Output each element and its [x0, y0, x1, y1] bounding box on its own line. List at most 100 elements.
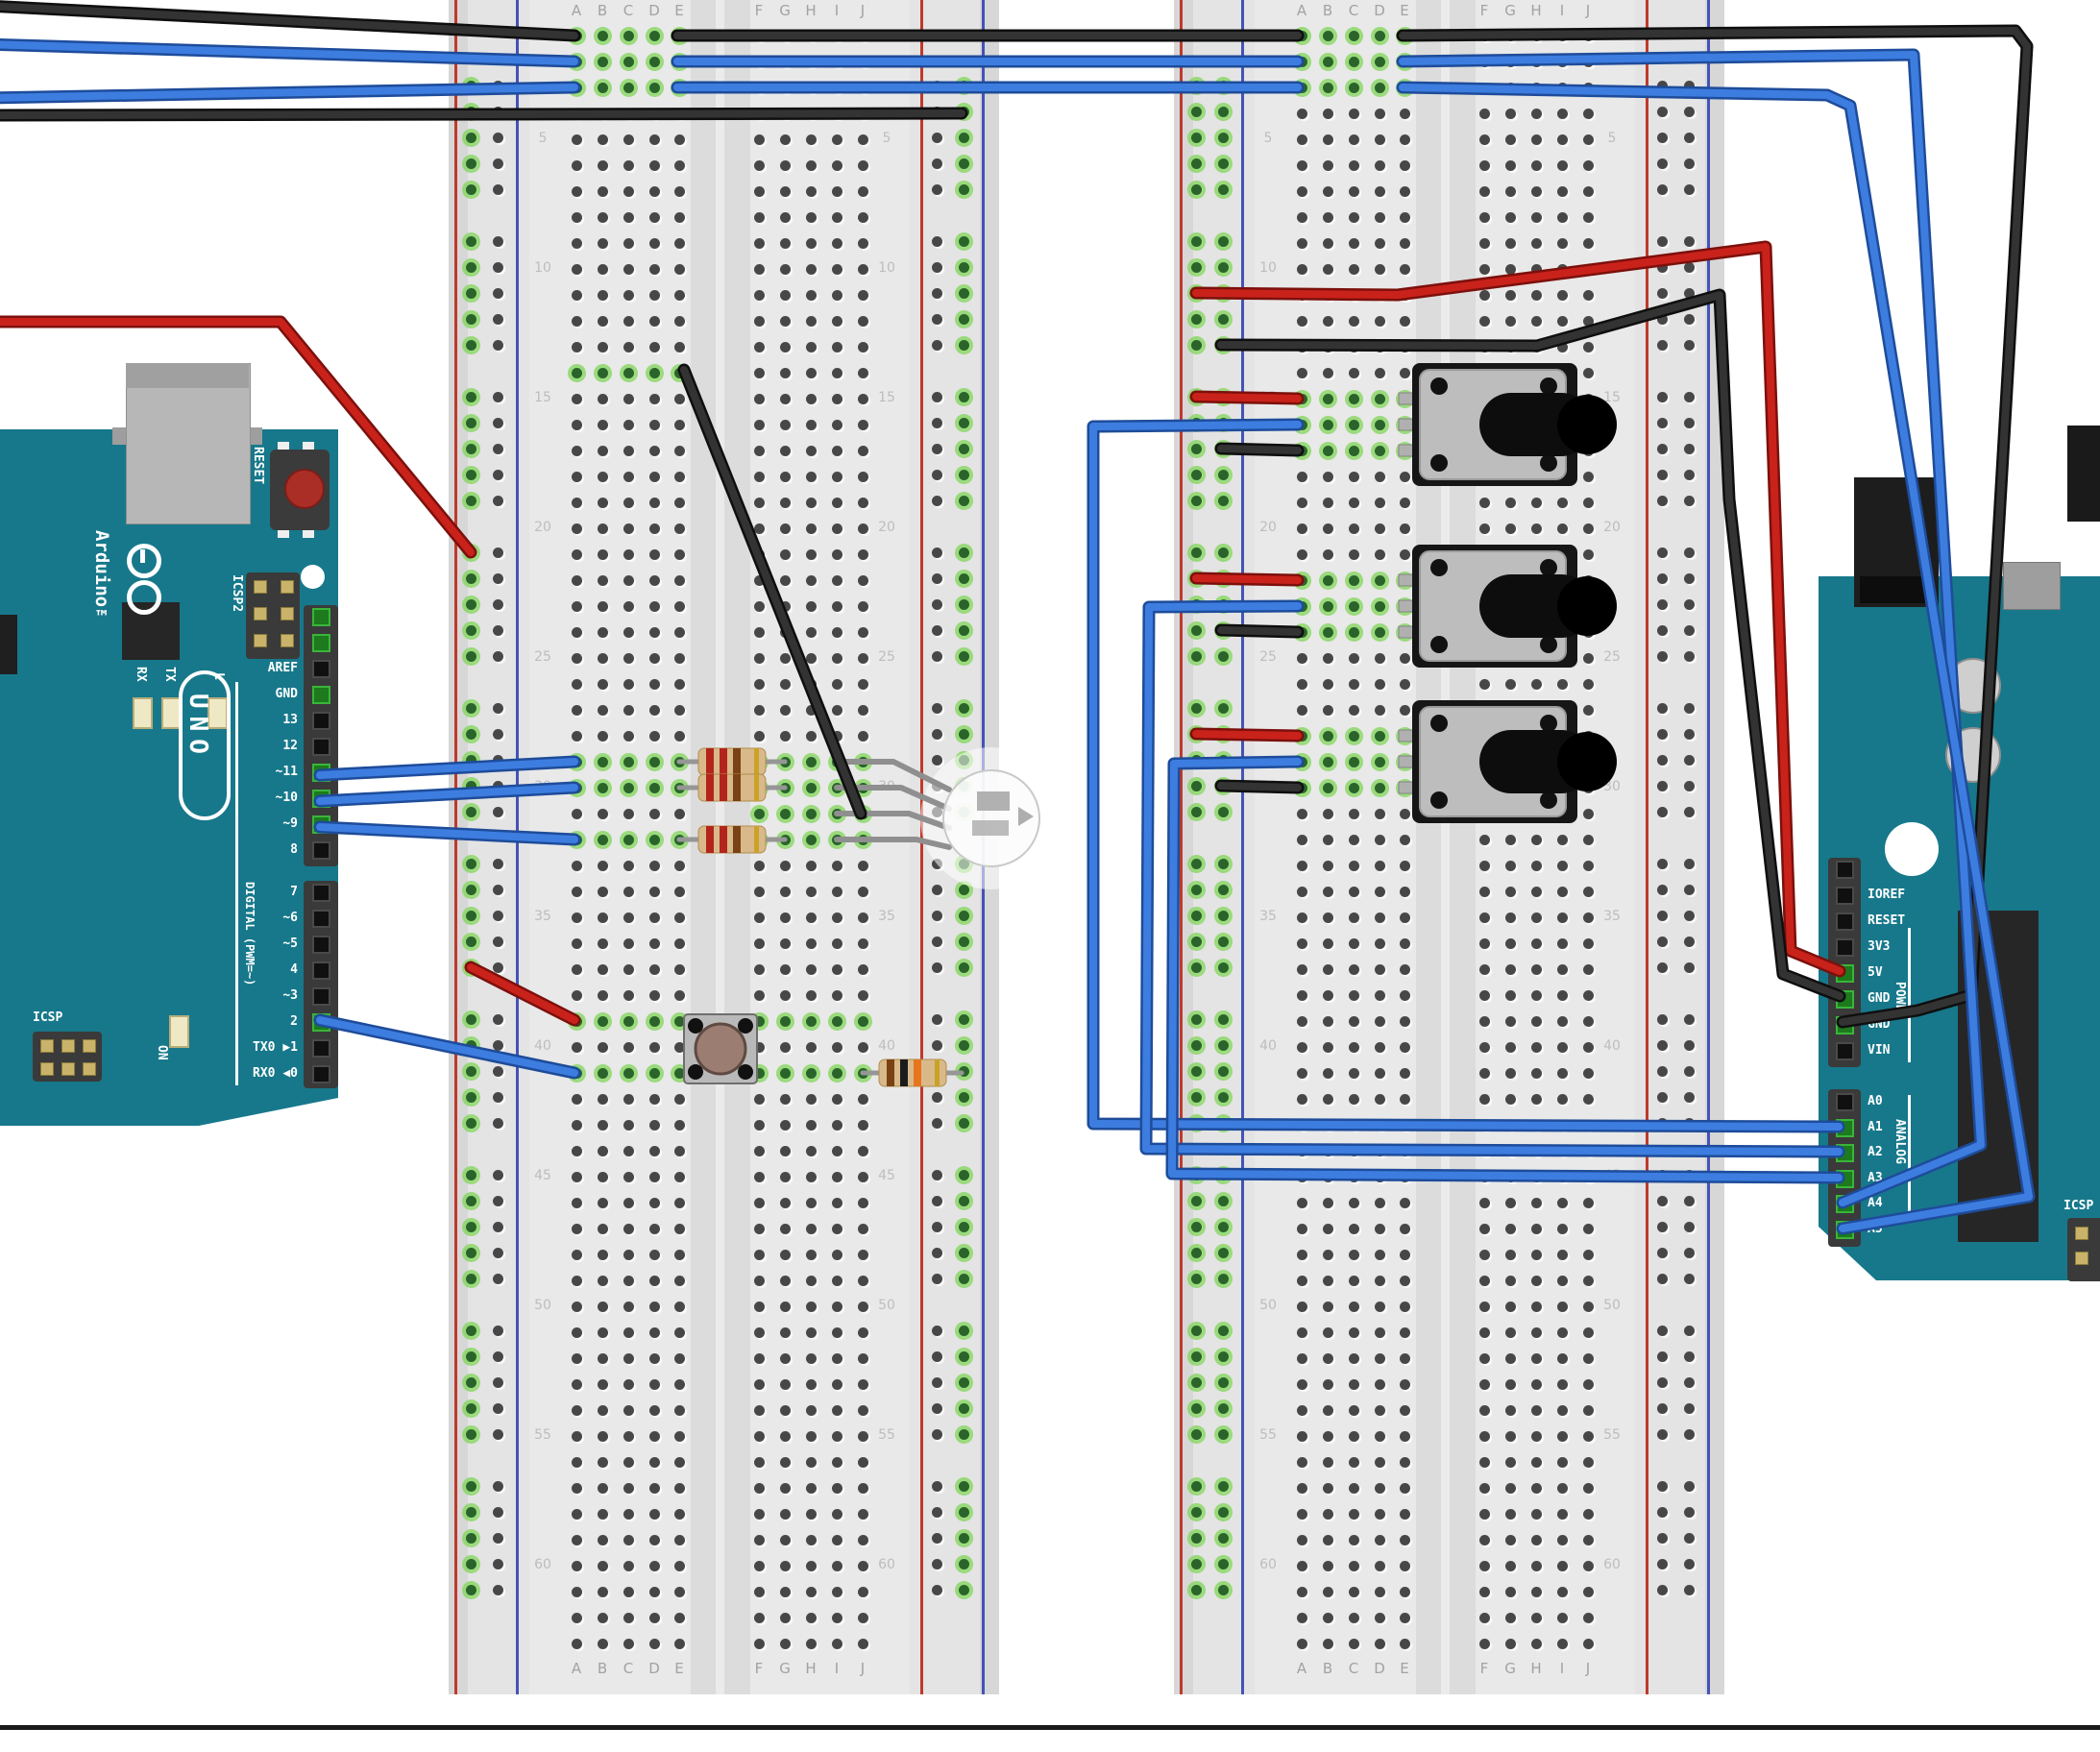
- rail-hole: [932, 184, 942, 195]
- breadboard-hole: [1505, 1042, 1516, 1053]
- breadboard-hole: [1505, 912, 1516, 923]
- rail-hole: [932, 1403, 942, 1414]
- breadboard-hole: [1531, 212, 1542, 223]
- icsp-label-right: ICSP: [2063, 1199, 2094, 1213]
- row-number: 25: [534, 649, 551, 665]
- breadboard-hole: [572, 861, 582, 871]
- wire-blue-top-2: [0, 84, 578, 102]
- breadboard-hole: [754, 990, 765, 1001]
- breadboard-hole: [572, 472, 582, 482]
- breadboard-hole: [649, 912, 660, 923]
- breadboard-hole: [806, 498, 817, 508]
- breadboard-hole: [754, 1457, 765, 1468]
- breadboard-hole: [1375, 31, 1385, 41]
- breadboard-hole: [649, 1068, 660, 1079]
- breadboard-hole: [623, 1639, 634, 1649]
- breadboard-hole: [806, 1224, 817, 1234]
- breadboard-hole: [1479, 1639, 1490, 1649]
- breadboard-hole: [1479, 1587, 1490, 1597]
- breadboard-hole: [1297, 1068, 1307, 1079]
- pin-label-2: 2: [290, 1014, 298, 1029]
- rail-hole: [932, 314, 942, 325]
- rail-hole: [493, 444, 503, 454]
- rail-hole: [932, 1170, 942, 1180]
- breadboard-hole: [780, 1224, 791, 1234]
- breadboard-hole: [649, 990, 660, 1001]
- breadboard-hole: [572, 1431, 582, 1442]
- breadboard-hole: [858, 1094, 868, 1105]
- wire-black-pot2: [1217, 626, 1302, 636]
- breadboard-hole: [858, 627, 868, 638]
- uno-oval: [179, 670, 231, 820]
- breadboard-hole: [832, 1483, 842, 1494]
- arduino-brand: Arduino™: [91, 530, 112, 629]
- breadboard-hole: [1323, 212, 1333, 223]
- breadboard-hole: [1557, 887, 1568, 897]
- breadboard-hole: [1297, 186, 1307, 197]
- breadboard-hole: [858, 1302, 868, 1312]
- potentiometer-1-screw: [1540, 377, 1557, 395]
- breadboard-hole: [1375, 861, 1385, 871]
- breadboard-hole: [1400, 368, 1410, 378]
- breadboard-hole: [1479, 290, 1490, 301]
- breadboard-hole: [649, 1327, 660, 1338]
- rgb-led-anvil: [977, 791, 1010, 811]
- breadboard-hole: [832, 1613, 842, 1623]
- breadboard-hole: [1297, 1587, 1307, 1597]
- rail-hole: [1191, 107, 1202, 117]
- column-letter: A: [1296, 1660, 1307, 1677]
- breadboard-hole: [754, 627, 765, 638]
- breadboard-hole: [1583, 1613, 1594, 1623]
- rail-hole: [959, 1066, 969, 1077]
- breadboard-hole: [1297, 1276, 1307, 1286]
- rail-hole: [959, 1403, 969, 1414]
- rail-hole: [959, 625, 969, 636]
- rail-hole: [959, 236, 969, 247]
- breadboard-hole: [858, 601, 868, 612]
- breadboard-hole: [858, 1405, 868, 1416]
- breadboard-hole: [572, 368, 582, 378]
- row-number: 35: [1259, 909, 1277, 924]
- breadboard-hole: [858, 1431, 868, 1442]
- breadboard-hole: [1349, 990, 1359, 1001]
- breadboard-hole: [1323, 1198, 1333, 1208]
- header-pin-~3: [312, 987, 330, 1006]
- breadboard-hole: [1400, 835, 1410, 845]
- breadboard-hole: [572, 134, 582, 145]
- breadboard-hole: [1531, 238, 1542, 249]
- breadboard-hole: [1400, 1250, 1410, 1260]
- breadboard-hole: [1323, 1535, 1333, 1545]
- column-letter: F: [1479, 1660, 1489, 1677]
- rail-hole: [466, 651, 476, 662]
- row-number: 60: [1603, 1557, 1621, 1572]
- breadboard-hole: [1323, 1483, 1333, 1494]
- wire-red-pot2: [1192, 574, 1302, 584]
- breadboard-hole: [1479, 134, 1490, 145]
- icsp-pin: [83, 1039, 96, 1053]
- breadboard-hole: [598, 964, 608, 975]
- rail-hole: [466, 1481, 476, 1492]
- reset-button[interactable]: [284, 469, 325, 509]
- breadboard-hole: [1323, 109, 1333, 119]
- row-number: 35: [1603, 909, 1621, 924]
- breadboard-hole: [780, 368, 791, 378]
- breadboard-hole: [1375, 523, 1385, 534]
- rail-hole: [466, 729, 476, 740]
- column-letter: A: [571, 2, 582, 19]
- rail-hole: [932, 1196, 942, 1206]
- breadboard-hole: [780, 549, 791, 560]
- breadboard-hole: [754, 238, 765, 249]
- rail-hole: [959, 392, 969, 402]
- breadboard-hole: [806, 394, 817, 404]
- column-letter: C: [1348, 2, 1359, 19]
- breadboard-hole: [1400, 1302, 1410, 1312]
- breadboard-hole: [1505, 1068, 1516, 1079]
- breadboard-hole: [1323, 238, 1333, 249]
- breadboard-hole: [623, 186, 634, 197]
- breadboard-hole: [1505, 1613, 1516, 1623]
- rail-hole: [1218, 133, 1229, 143]
- breadboard-hole: [754, 1613, 765, 1623]
- breadboard-hole: [858, 290, 868, 301]
- rail-hole: [932, 1559, 942, 1570]
- pin-label-3V3: 3V3: [1868, 939, 1891, 954]
